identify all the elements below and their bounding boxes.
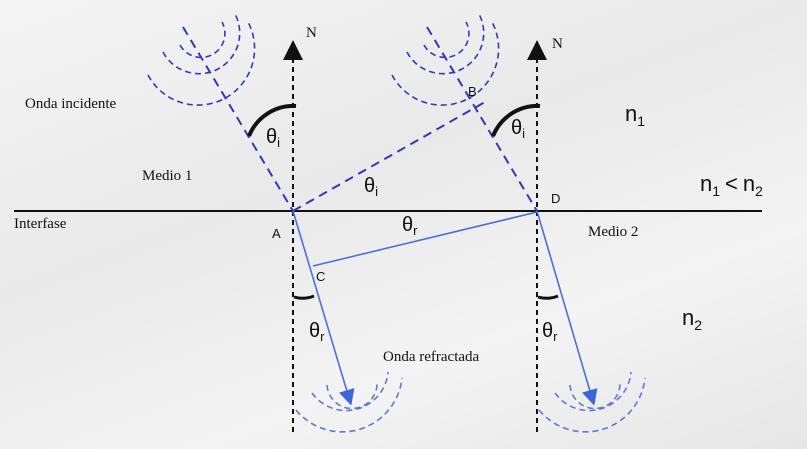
point-a-label: A [272,226,281,241]
index-relation: n1<n2 [700,171,763,199]
incident-wave-arcs-2 [391,13,500,106]
angle-arc-refracted-a [293,294,315,300]
refracted-ray-d [536,210,598,406]
angle-arc-incident-a [247,103,297,137]
refracted-wave-label: Onda refractada [383,349,480,365]
n1-label: n1 [625,101,645,129]
theta-r-label-2: θr [309,320,325,344]
interface-label: Interfase [14,216,67,232]
medium-2-label: Medio 2 [588,224,638,240]
theta-i-label-2: θi [364,175,378,199]
point-b-label: B [468,84,477,99]
normal-label-2: N [552,36,563,52]
medium-1-label: Medio 1 [142,168,192,184]
n2-label: n2 [682,305,702,333]
normal-label-1: N [306,25,317,41]
wavefront-ab [292,101,486,212]
incident-wave-arcs-1 [147,13,256,106]
refracted-wave-arcs-1 [295,371,403,433]
point-c-label: C [316,269,325,284]
angle-arc-refracted-d [537,294,559,300]
angle-arc-incident-d [491,103,541,137]
wavefront-dc [312,211,538,267]
theta-i-label-3: θi [511,117,525,141]
point-d-label: D [551,191,560,206]
theta-r-label-1: θr [402,214,418,238]
refracted-wave-arcs-2 [538,371,646,433]
refracted-ray-a [292,210,355,406]
theta-i-label-1: θi [266,126,280,150]
incident-wave-label: Onda incidente [25,96,117,112]
theta-r-label-3: θr [542,320,558,344]
incident-ray-a [182,26,294,212]
